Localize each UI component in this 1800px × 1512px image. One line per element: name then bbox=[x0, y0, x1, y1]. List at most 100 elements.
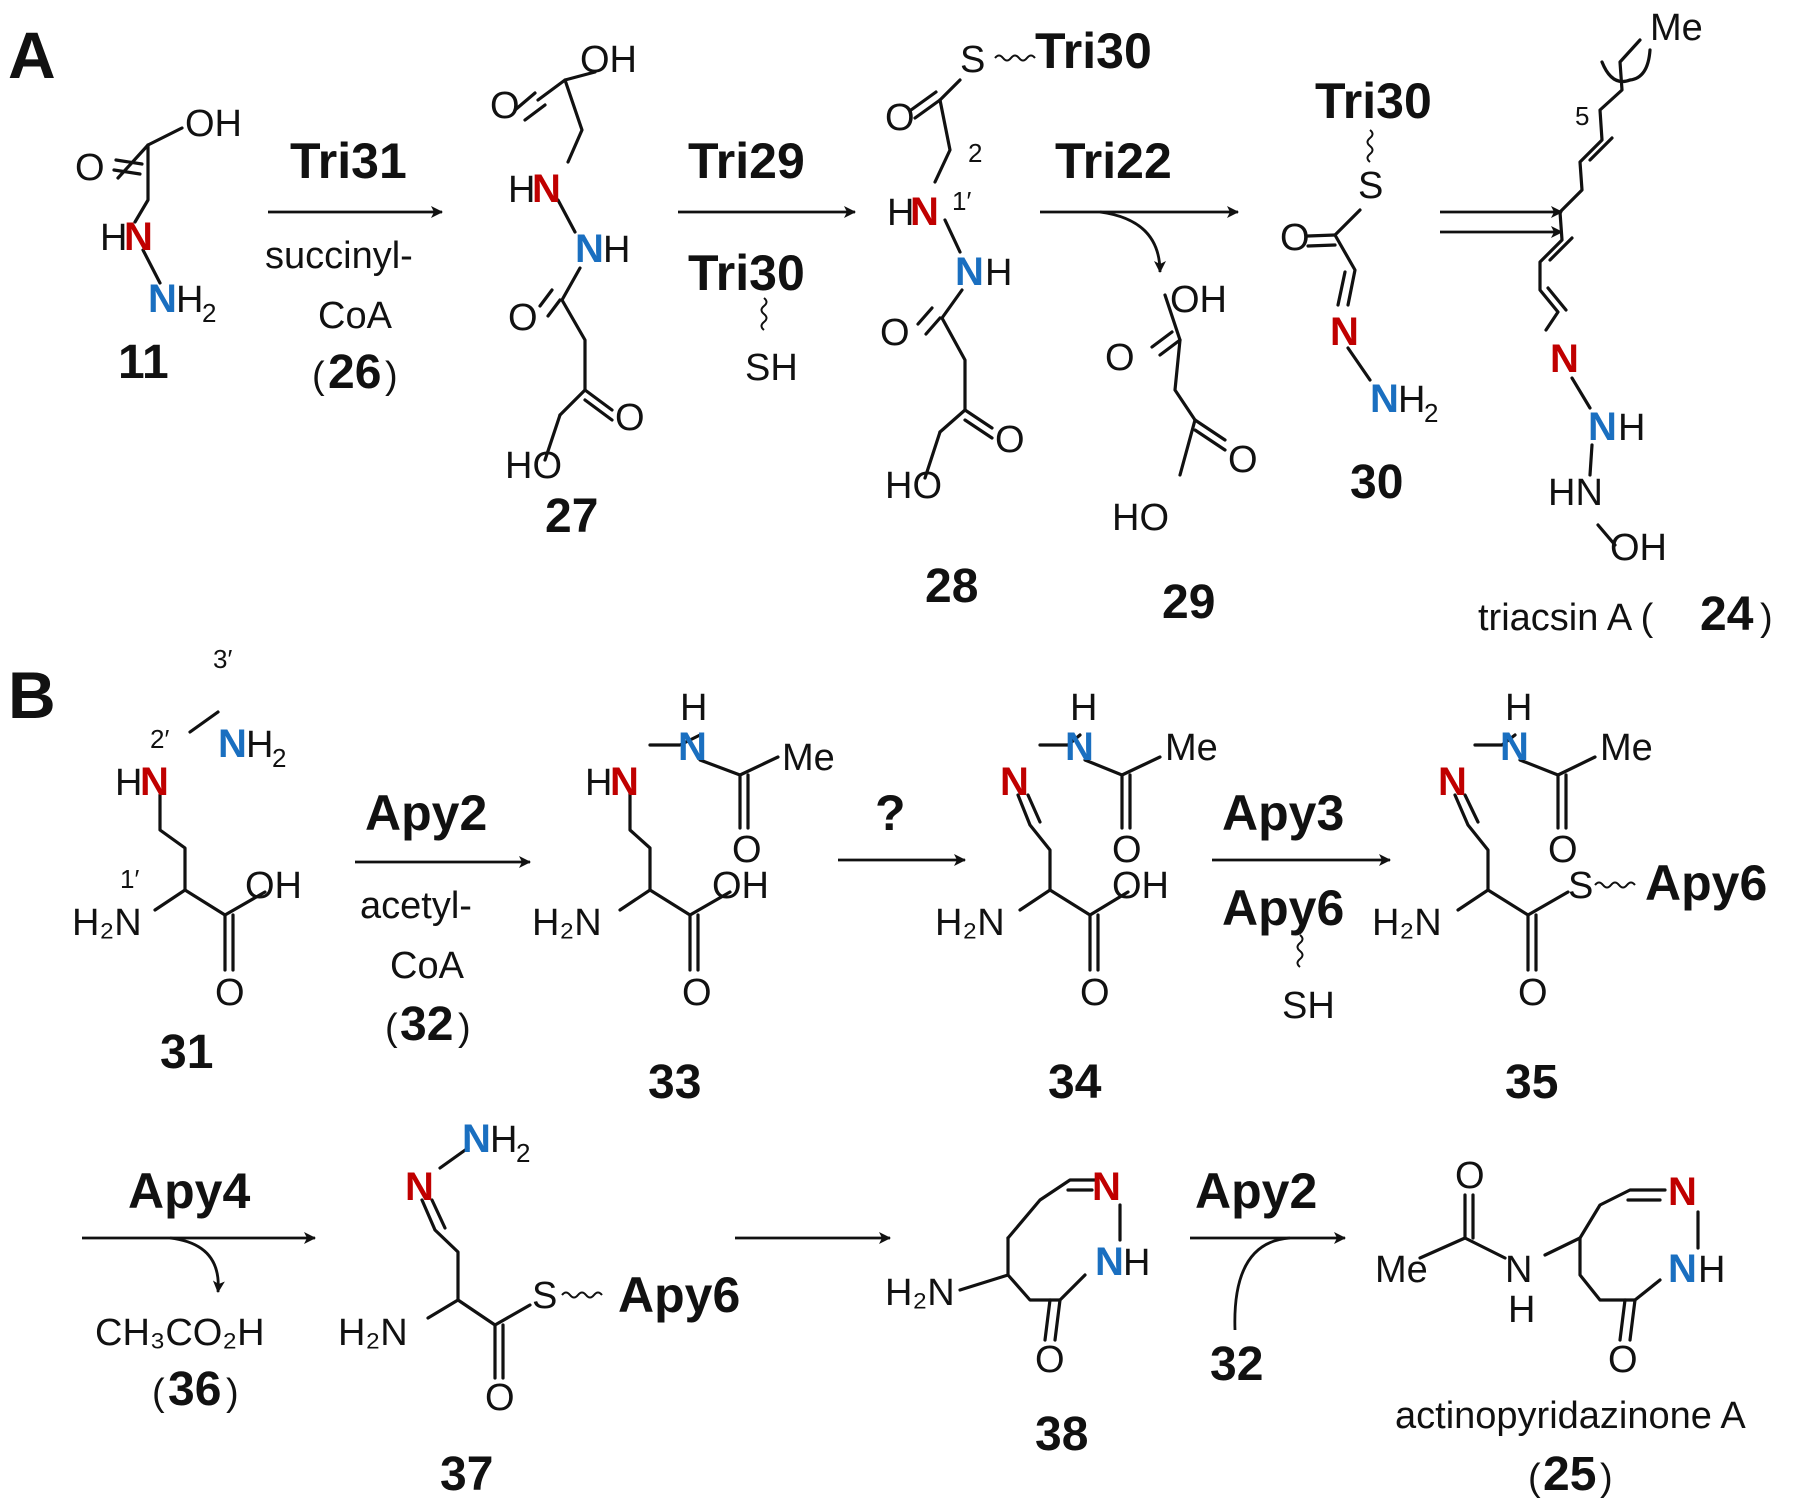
nitrogen-alpha: N bbox=[1668, 1170, 1697, 1214]
locant-2: 2 bbox=[968, 138, 982, 168]
atom-h2n: H₂N bbox=[72, 902, 142, 944]
atom-me: Me bbox=[1375, 1249, 1428, 1291]
atom-h: H bbox=[1070, 687, 1097, 729]
compound-label-31: 31 bbox=[160, 1026, 213, 1079]
atom-sh: SH bbox=[1282, 985, 1335, 1027]
atom-s: S bbox=[1568, 865, 1593, 907]
atom-oh: OH bbox=[185, 103, 242, 145]
atom-h: H bbox=[490, 1119, 517, 1161]
atom-hn: HN bbox=[1548, 472, 1603, 514]
compound-name-triacsin-a: triacsin A ( bbox=[1478, 597, 1654, 639]
subscript-2: 2 bbox=[202, 298, 216, 328]
atom-o: O bbox=[1080, 972, 1110, 1014]
compound-33: H N Me O H N H₂N OH O 33 bbox=[532, 687, 835, 1109]
paren-open: ( bbox=[1528, 1457, 1541, 1499]
reagent-curve bbox=[1233, 1236, 1291, 1331]
atom-o: O bbox=[75, 147, 105, 189]
wavy-bond bbox=[994, 54, 1036, 62]
compound-label-30: 30 bbox=[1350, 456, 1403, 509]
atom-h: H bbox=[603, 229, 630, 271]
atom-o: O bbox=[682, 972, 712, 1014]
nitrogen-alpha: N bbox=[910, 190, 939, 234]
atom-oh: OH bbox=[245, 865, 302, 907]
compound-35: H N Me O N H₂N S Apy6 O 35 bbox=[1372, 687, 1767, 1109]
atom-me: Me bbox=[1165, 727, 1218, 769]
enzyme-tri29: Tri29 bbox=[688, 133, 805, 189]
wavy-bond bbox=[1366, 129, 1374, 163]
atom-h: H bbox=[246, 724, 273, 766]
atom-me: Me bbox=[782, 737, 835, 779]
enzyme-apy6: Apy6 bbox=[618, 1267, 740, 1323]
compound-label-38: 38 bbox=[1035, 1408, 1088, 1461]
atom-o: O bbox=[1608, 1339, 1638, 1381]
atom-h: H bbox=[585, 762, 612, 804]
atom-o: O bbox=[490, 85, 520, 127]
compound-label-37: 37 bbox=[440, 1448, 493, 1501]
atom-o: O bbox=[1455, 1155, 1485, 1197]
locant-3prime: 3′ bbox=[213, 644, 232, 674]
paren-open: ( bbox=[152, 1372, 165, 1414]
atom-ho: HO bbox=[885, 465, 942, 507]
nitrogen-alpha: N bbox=[1550, 337, 1579, 381]
enzyme-apy2: Apy2 bbox=[365, 785, 487, 841]
compound-24-triacsin-a: Me 5 N N H HN OH triacsin A ( 24 ) bbox=[1478, 7, 1773, 641]
atom-h2n: H₂N bbox=[935, 902, 1005, 944]
enzyme-apy4: Apy4 bbox=[128, 1163, 250, 1219]
compound-name-actinopyridazinone-a: actinopyridazinone A bbox=[1395, 1395, 1746, 1437]
enzyme-apy2: Apy2 bbox=[1195, 1163, 1317, 1219]
nitrogen-alpha: N bbox=[405, 1165, 434, 1209]
nitrogen-beta: N bbox=[462, 1117, 491, 1161]
atom-n: N bbox=[1505, 1249, 1532, 1291]
wavy-bond bbox=[1594, 881, 1636, 889]
nitrogen-alpha: N bbox=[1000, 760, 1029, 804]
compound-label-35: 35 bbox=[1505, 1056, 1558, 1109]
nitrogen-beta: N bbox=[1500, 725, 1529, 769]
nitrogen-alpha: N bbox=[1092, 1165, 1121, 1209]
atom-o: O bbox=[485, 1377, 515, 1419]
nitrogen-beta: N bbox=[1370, 377, 1399, 421]
atom-h: H bbox=[176, 279, 203, 321]
atom-h2n: H₂N bbox=[532, 902, 602, 944]
enzyme-tri30: Tri30 bbox=[688, 245, 805, 301]
byproduct-arrow bbox=[1099, 210, 1166, 273]
atom-oh: OH bbox=[1610, 527, 1667, 569]
atom-o: O bbox=[1280, 217, 1310, 259]
atom-h: H bbox=[1123, 1242, 1150, 1284]
atom-h2n: H₂N bbox=[338, 1312, 408, 1354]
compound-label-33: 33 bbox=[648, 1056, 701, 1109]
atom-s: S bbox=[532, 1275, 557, 1317]
nitrogen-alpha: N bbox=[1330, 310, 1359, 354]
panel-b-label: B bbox=[8, 658, 56, 732]
atom-o: O bbox=[1035, 1339, 1065, 1381]
compound-label-11: 11 bbox=[118, 336, 169, 389]
compound-34: H N Me O N H₂N OH O 34 bbox=[935, 687, 1218, 1109]
atom-h: H bbox=[115, 762, 142, 804]
atom-ho: HO bbox=[1112, 497, 1169, 539]
atom-h2n: H₂N bbox=[1372, 902, 1442, 944]
compound-label-28: 28 bbox=[925, 560, 978, 613]
atom-o: O bbox=[1518, 972, 1548, 1014]
compound-37: N H 2 N H₂N S Apy6 O 37 bbox=[338, 1117, 740, 1501]
locant-2prime: 2′ bbox=[150, 724, 169, 754]
reagent-acetic-acid: CH₃CO₂H bbox=[95, 1312, 265, 1354]
nitrogen-alpha: N bbox=[610, 760, 639, 804]
subscript-2: 2 bbox=[272, 743, 286, 773]
locant-5: 5 bbox=[1575, 101, 1589, 131]
paren-close: ) bbox=[1760, 597, 1773, 639]
atom-oh: OH bbox=[580, 39, 637, 81]
locant-1prime: 1′ bbox=[120, 864, 139, 894]
enzyme-apy6: Apy6 bbox=[1222, 880, 1344, 936]
wavy-bond bbox=[760, 297, 768, 331]
paren-close: ) bbox=[226, 1372, 239, 1414]
nitrogen-alpha: N bbox=[140, 760, 169, 804]
atom-h: H bbox=[508, 169, 535, 211]
atom-o: O bbox=[1548, 829, 1578, 871]
paren-close: ) bbox=[385, 355, 398, 397]
nitrogen-beta: N bbox=[1065, 725, 1094, 769]
nitrogen-beta: N bbox=[218, 722, 247, 766]
atom-o: O bbox=[995, 419, 1025, 461]
atom-h: H bbox=[1398, 379, 1425, 421]
paren-close: ) bbox=[1600, 1457, 1613, 1499]
byproduct-arrow bbox=[169, 1236, 225, 1293]
